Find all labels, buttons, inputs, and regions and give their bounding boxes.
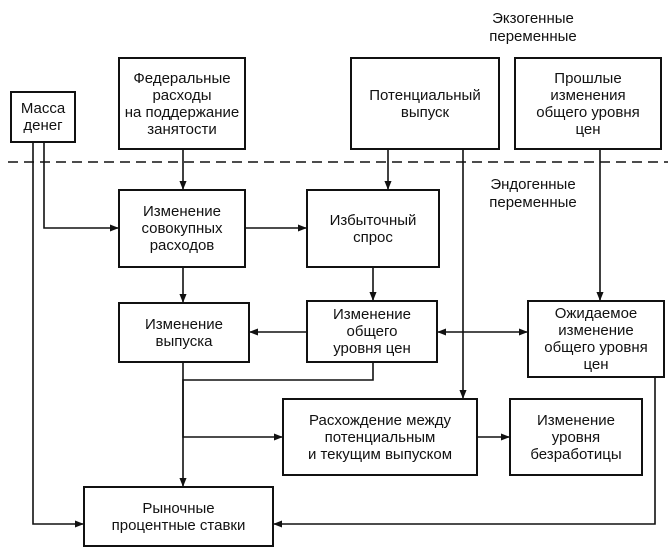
output-gap-label: Расхождение между потенциальным и текущи… <box>307 411 453 463</box>
expected-price-change-box: Ожидаемое изменение общего уровня цен <box>527 300 665 378</box>
price-level-change-label: Изменение общего уровня цен <box>333 306 411 357</box>
exogenous-label: Экзогенные переменные <box>489 10 577 45</box>
edge-price-to-rates <box>179 363 374 487</box>
edge-money-to-spending <box>43 143 119 232</box>
interest-rates-box: Рыночные процентные ставки <box>83 486 274 547</box>
output-change-box: Изменение выпуска <box>118 302 250 363</box>
edge-money-to-rates <box>32 143 84 528</box>
past-price-changes-label: Прошлые изменения общего уровня цен <box>536 69 640 138</box>
edge-output-to-gap <box>182 363 283 441</box>
past-price-changes-box: Прошлые изменения общего уровня цен <box>514 57 662 150</box>
money-supply-label: Масса денег <box>20 100 66 134</box>
interest-rates-label: Рыночные процентные ставки <box>111 499 246 534</box>
output-change-label: Изменение выпуска <box>145 315 223 350</box>
unemployment-change-label: Изменение уровня безработицы <box>530 411 622 463</box>
expected-price-change-label: Ожидаемое изменение общего уровня цен <box>544 305 648 373</box>
money-supply-box: Масса денег <box>10 91 76 143</box>
federal-spending-box: Федеральные расходы на поддержание занят… <box>118 57 246 150</box>
aggregate-spending-change-label: Изменение совокупных расходов <box>141 203 223 254</box>
excess-demand-box: Избыточный спрос <box>306 189 440 268</box>
potential-output-label: Потенциальный выпуск <box>369 86 481 121</box>
unemployment-change-box: Изменение уровня безработицы <box>509 398 643 476</box>
price-level-change-box: Изменение общего уровня цен <box>306 300 438 363</box>
potential-output-box: Потенциальный выпуск <box>350 57 500 150</box>
aggregate-spending-change-box: Изменение совокупных расходов <box>118 189 246 268</box>
edge-expected-to-rates <box>273 378 656 528</box>
output-gap-box: Расхождение между потенциальным и текущи… <box>282 398 478 476</box>
excess-demand-label: Избыточный спрос <box>329 211 417 246</box>
endogenous-label: Эндогенные переменные <box>489 176 577 211</box>
federal-spending-label: Федеральные расходы на поддержание занят… <box>124 69 240 138</box>
